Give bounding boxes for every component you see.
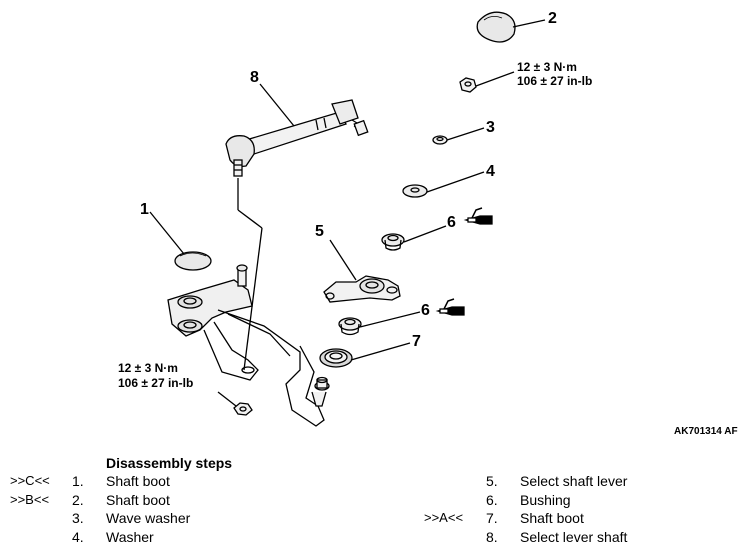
step-number: 2. bbox=[72, 491, 84, 508]
torque-spec-top-inlb: 106 ± 27 in-lb bbox=[517, 74, 592, 88]
part-7-shaft-boot bbox=[319, 348, 353, 368]
step-name: Bushing bbox=[520, 491, 571, 508]
leader-line bbox=[426, 171, 485, 193]
leader-line bbox=[350, 342, 411, 361]
callout-6-upper: 6 bbox=[447, 214, 456, 231]
callout-2: 2 bbox=[548, 10, 557, 27]
part-6-bushing-lower bbox=[338, 317, 362, 336]
part-2-shaft-boot bbox=[476, 11, 516, 43]
grease-gun-icon bbox=[463, 207, 493, 225]
callout-4: 4 bbox=[486, 163, 495, 180]
step-number: 4. bbox=[72, 528, 84, 545]
callout-7: 7 bbox=[412, 333, 421, 350]
torque-spec-top-nm: 12 ± 3 N·m bbox=[517, 60, 577, 74]
step-procedure-mark: >>C<< bbox=[10, 473, 50, 488]
callout-6-lower: 6 bbox=[421, 302, 430, 319]
step-name: Select lever shaft bbox=[520, 528, 628, 545]
step-number: 7. bbox=[486, 510, 498, 526]
select-lever-bracket-assembly bbox=[167, 264, 330, 427]
step-name: Shaft boot bbox=[106, 491, 170, 508]
leader-line bbox=[217, 391, 237, 407]
step-name: Washer bbox=[106, 528, 154, 545]
step-name: Shaft boot bbox=[106, 473, 170, 489]
step-number: 8. bbox=[486, 528, 498, 545]
step-number: 5. bbox=[486, 473, 498, 489]
torque-spec-left-nm: 12 ± 3 N·m bbox=[118, 361, 178, 375]
nut-top bbox=[459, 77, 477, 93]
leader-line bbox=[403, 225, 447, 243]
step-name: Wave washer bbox=[106, 510, 191, 526]
step-procedure-mark: >>B<< bbox=[10, 491, 50, 507]
nut-bottom bbox=[233, 402, 253, 416]
grease-gun-icon bbox=[435, 298, 465, 316]
callout-1: 1 bbox=[140, 201, 149, 218]
leader-line bbox=[149, 211, 185, 255]
part-8-select-lever-shaft bbox=[225, 99, 369, 177]
step-number: 1. bbox=[72, 473, 84, 489]
callout-5: 5 bbox=[315, 223, 324, 240]
part-3-wave-washer bbox=[432, 135, 448, 145]
leader-line bbox=[329, 239, 357, 281]
step-procedure-mark: >>A<< bbox=[424, 510, 464, 525]
part-6-bushing-upper bbox=[381, 233, 405, 251]
exploded-parts-diagram: 2 3 4 6 5 6 7 8 1 12 ± 3 N·m 106 ± 27 in… bbox=[118, 10, 738, 437]
assembly-line bbox=[237, 209, 263, 229]
callout-3: 3 bbox=[486, 119, 495, 136]
figure-id: AK701314 AF bbox=[674, 426, 738, 437]
step-number: 6. bbox=[486, 491, 498, 508]
leader-line bbox=[475, 71, 515, 87]
leader-line bbox=[512, 19, 546, 28]
torque-spec-left-inlb: 106 ± 27 in-lb bbox=[118, 376, 193, 390]
callout-8: 8 bbox=[250, 69, 259, 86]
step-name: Shaft boot bbox=[520, 510, 584, 526]
leader-line bbox=[446, 127, 485, 141]
assembly-line bbox=[243, 227, 263, 371]
part-5-select-shaft-lever bbox=[323, 275, 401, 303]
step-name: Select shaft lever bbox=[520, 473, 628, 489]
leader-line bbox=[259, 83, 295, 127]
leader-line bbox=[359, 311, 421, 328]
step-number: 3. bbox=[72, 510, 84, 526]
disassembly-steps-title: Disassembly steps bbox=[106, 455, 233, 471]
part-4-washer bbox=[402, 184, 428, 198]
part-1-shaft-boot bbox=[174, 251, 212, 271]
